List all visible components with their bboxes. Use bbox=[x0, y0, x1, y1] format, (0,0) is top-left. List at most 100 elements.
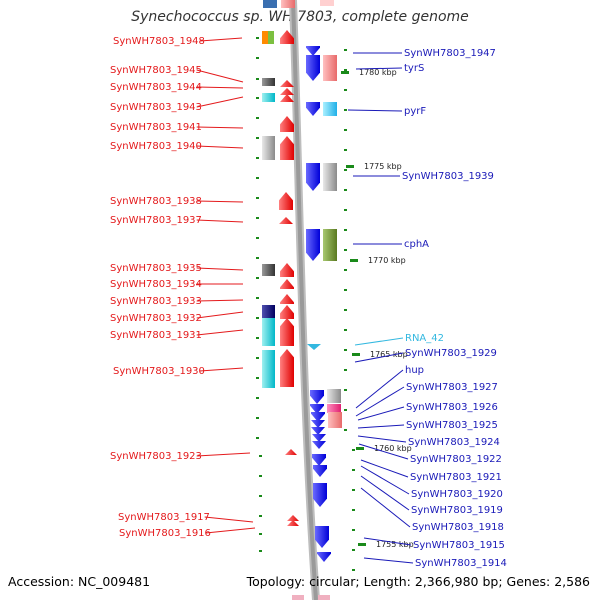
gene-function-block bbox=[320, 0, 334, 6]
gene-arrow-forward bbox=[280, 349, 294, 387]
gene-arrow-reverse bbox=[313, 465, 327, 477]
gene-label-left: SynWH7803_1930 bbox=[113, 366, 205, 377]
gene-function-block bbox=[281, 0, 295, 8]
gene-label-right: SynWH7803_1914 bbox=[415, 558, 507, 569]
gene-arrow-forward bbox=[280, 279, 294, 289]
tick-mark-right bbox=[352, 469, 355, 471]
accession-label: Accession: NC_009481 bbox=[8, 574, 151, 589]
gene-arrow-reverse bbox=[306, 46, 320, 56]
gene-arrow-reverse bbox=[310, 404, 324, 414]
gene-function-block bbox=[262, 305, 275, 319]
label-leader-left bbox=[196, 126, 244, 129]
tick-mark-right bbox=[352, 509, 355, 511]
gene-arrow-reverse bbox=[311, 420, 325, 428]
gene-function-block bbox=[323, 229, 337, 261]
tick-mark-right bbox=[344, 149, 347, 151]
gene-arrow-reverse bbox=[317, 552, 331, 562]
label-leader-right bbox=[355, 369, 404, 409]
tick-mark-right bbox=[344, 49, 347, 51]
tick-mark-left bbox=[256, 177, 259, 179]
tick-mark-left bbox=[256, 357, 259, 359]
gene-arrow-reverse bbox=[311, 427, 325, 435]
label-leader-left bbox=[196, 69, 244, 83]
kbp-tick bbox=[346, 165, 354, 168]
kbp-label: 1765 kbp bbox=[370, 350, 408, 359]
tick-mark-left bbox=[259, 533, 262, 535]
label-leader-right bbox=[360, 459, 409, 478]
kbp-label: 1780 kbp bbox=[359, 68, 397, 77]
tick-mark-left bbox=[256, 337, 259, 339]
label-leader-right bbox=[355, 67, 403, 70]
gene-label-left: SynWH7803_1944 bbox=[110, 82, 202, 93]
gene-arrow-forward bbox=[280, 30, 294, 44]
gene-label-right: SynWH7803_1929 bbox=[405, 348, 497, 359]
label-leader-left bbox=[196, 200, 244, 203]
kbp-label: 1775 kbp bbox=[364, 162, 402, 171]
tick-mark-left bbox=[256, 137, 259, 139]
label-leader-right bbox=[360, 465, 410, 495]
gene-function-block bbox=[263, 0, 277, 8]
gene-label-right: RNA_42 bbox=[405, 333, 444, 344]
gene-label-left: SynWH7803_1916 bbox=[119, 528, 211, 539]
tick-mark-right bbox=[344, 369, 347, 371]
gene-arrow-reverse bbox=[312, 454, 326, 466]
gene-function-block bbox=[328, 412, 342, 428]
gene-label-right: SynWH7803_1927 bbox=[406, 382, 498, 393]
gene-arrow-reverse bbox=[310, 390, 324, 404]
tick-mark-left bbox=[256, 37, 259, 39]
kbp-tick bbox=[358, 543, 366, 546]
label-leader-left bbox=[196, 452, 251, 457]
tick-mark-left bbox=[256, 397, 259, 399]
gene-arrow-reverse bbox=[306, 229, 320, 261]
gene-arrow-reverse bbox=[311, 412, 325, 422]
gene-function-block bbox=[262, 31, 268, 44]
gene-arrow-forward bbox=[280, 263, 294, 277]
gene-function-block bbox=[268, 31, 274, 44]
gene-label-right: SynWH7803_1939 bbox=[402, 171, 494, 182]
kbp-tick bbox=[352, 353, 360, 356]
gene-label-left: SynWH7803_1934 bbox=[110, 279, 202, 290]
gene-label-right: pyrF bbox=[404, 106, 426, 117]
tick-mark-right bbox=[344, 409, 347, 411]
gene-label-left: SynWH7803_1932 bbox=[110, 313, 202, 324]
kbp-tick bbox=[350, 259, 358, 262]
label-leader-left bbox=[205, 527, 256, 534]
gene-label-right: cphA bbox=[404, 239, 429, 250]
tick-mark-right bbox=[344, 289, 347, 291]
label-leader-left bbox=[199, 37, 243, 42]
label-leader-left bbox=[196, 311, 244, 319]
tick-mark-left bbox=[259, 550, 262, 552]
tick-mark-left bbox=[256, 157, 259, 159]
tick-mark-right bbox=[344, 209, 347, 211]
gene-label-right: SynWH7803_1921 bbox=[410, 472, 502, 483]
gene-function-block bbox=[323, 163, 337, 191]
label-leader-left bbox=[196, 219, 244, 223]
gene-arrow-reverse bbox=[306, 55, 320, 81]
tick-mark-left bbox=[256, 257, 259, 259]
tick-mark-left bbox=[256, 197, 259, 199]
tick-mark-left bbox=[256, 78, 259, 80]
gene-function-block bbox=[323, 102, 337, 116]
gene-arrow-forward bbox=[280, 294, 294, 304]
gene-label-left: SynWH7803_1935 bbox=[110, 263, 202, 274]
gene-label-left: SynWH7803_1938 bbox=[110, 196, 202, 207]
gene-label-right: tyrS bbox=[404, 63, 424, 74]
tick-mark-right bbox=[344, 169, 347, 171]
kbp-label: 1770 kbp bbox=[368, 256, 406, 265]
tick-mark-left bbox=[256, 277, 259, 279]
label-leader-left bbox=[196, 267, 244, 271]
gene-label-left: SynWH7803_1933 bbox=[110, 296, 202, 307]
tick-mark-right bbox=[344, 429, 347, 431]
tick-mark-left bbox=[256, 297, 259, 299]
label-leader-right bbox=[363, 537, 412, 546]
tick-mark-left bbox=[256, 377, 259, 379]
gene-label-right: SynWH7803_1919 bbox=[411, 505, 503, 516]
gene-arrow-forward bbox=[279, 192, 293, 210]
label-leader-right bbox=[360, 487, 411, 528]
gene-function-block bbox=[262, 264, 275, 276]
tick-mark-left bbox=[256, 117, 259, 119]
gene-function-block bbox=[323, 55, 337, 81]
gene-label-left: SynWH7803_1948 bbox=[113, 36, 205, 47]
tick-mark-left bbox=[256, 417, 259, 419]
